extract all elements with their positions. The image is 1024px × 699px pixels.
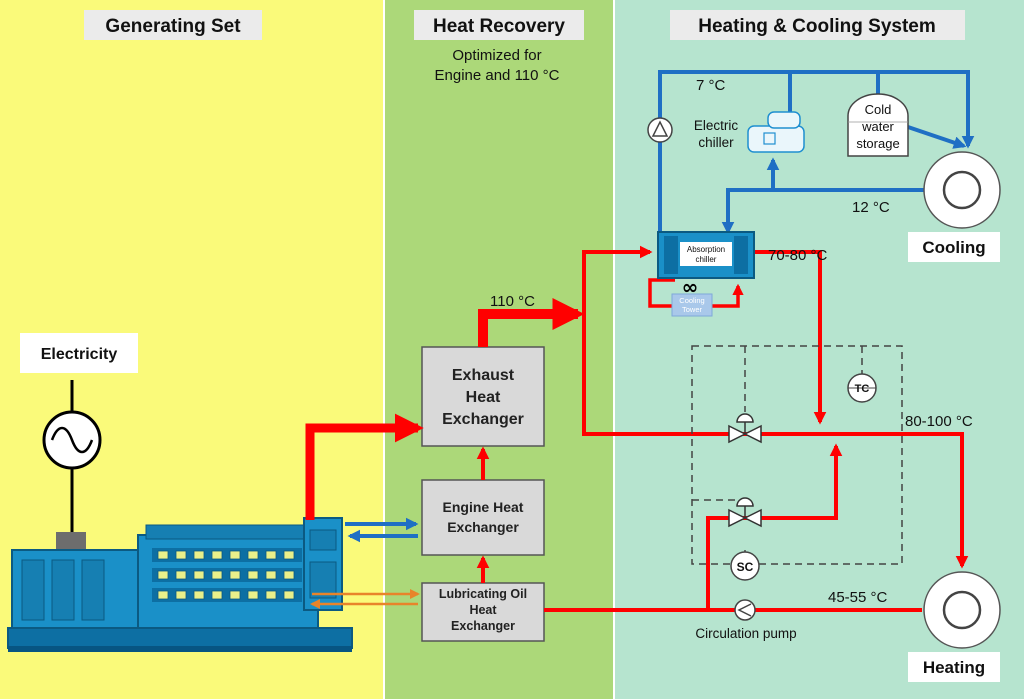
lube-hx-label-2: Heat — [469, 603, 497, 617]
cold-storage-label-2: water — [861, 119, 894, 134]
electric-chiller-label-1: Electric — [694, 118, 739, 133]
circulation-pump-icon — [734, 599, 756, 621]
chilled-water-return — [721, 188, 924, 235]
cooling-tower-label-2: Tower — [682, 305, 703, 314]
circulation-pump-label: Circulation pump — [695, 626, 796, 641]
engine-hx-label-1: Engine Heat — [443, 499, 524, 515]
engine-generator-illustration — [7, 517, 353, 652]
hot-water-supply-110 — [478, 297, 585, 347]
cooling-tower — [671, 293, 713, 317]
speed-controller — [730, 551, 760, 581]
exhaust-heat-exchanger — [421, 346, 545, 447]
temp-45-55: 45-55 °C — [828, 589, 888, 606]
heat-recovery-note-2: Engine and 110 °C — [435, 67, 560, 84]
engine-hx-label-2: Exchanger — [447, 519, 519, 535]
absorption-chiller-label-2: chiller — [696, 255, 717, 264]
electricity-label: Electricity — [41, 346, 118, 363]
temperature-controller — [847, 373, 877, 403]
cold-storage-out — [904, 124, 967, 149]
tc-label: TC — [855, 383, 870, 395]
cold-storage-label-3: storage — [856, 136, 899, 151]
temp-70-80: 70-80 °C — [768, 247, 828, 264]
header-generating-set: Generating Set — [105, 16, 241, 37]
heating-return — [706, 443, 922, 612]
heating-load-icon — [923, 571, 1001, 649]
temp-110: 110 °C — [490, 293, 535, 310]
ac-source-icon — [42, 410, 102, 470]
heat-recovery-note-1: Optimized for — [452, 47, 541, 64]
cold-storage-label-1: Cold — [865, 102, 892, 117]
chilled-water-supply — [658, 70, 975, 234]
infinity-icon: ∞ — [682, 275, 699, 299]
cooling-load-icon — [923, 151, 1001, 229]
lube-hx-label-1: Lubricating Oil — [439, 587, 527, 601]
exhaust-gas-pipe — [305, 413, 424, 520]
supply-riser — [582, 245, 653, 314]
cooling-tower-loop — [648, 278, 744, 308]
electric-chiller-label-2: chiller — [698, 135, 734, 150]
header-heating-cooling: Heating & Cooling System — [698, 16, 936, 37]
sc-label: SC — [737, 560, 754, 574]
temp-80-100: 80-100 °C — [905, 413, 973, 430]
electric-chiller-icon — [747, 111, 805, 153]
absorption-chiller — [657, 231, 755, 279]
lower-three-way-valve — [728, 497, 762, 528]
absorption-return — [752, 250, 827, 425]
exhaust-hx-label-2: Heat — [466, 389, 501, 406]
exhaust-hx-label-1: Exhaust — [452, 367, 515, 384]
temp-12: 12 °C — [852, 199, 890, 216]
heating-label: Heating — [923, 658, 985, 677]
cold-water-storage-tank — [847, 93, 909, 157]
heating-header — [582, 314, 969, 569]
absorption-chiller-label-1: Absorption — [687, 245, 725, 254]
chilled-water-pump-icon — [647, 117, 673, 143]
engine-heat-exchanger — [421, 479, 545, 556]
cooling-label: Cooling — [922, 238, 985, 257]
upper-three-way-valve — [728, 413, 762, 444]
lube-hx-label-3: Exchanger — [451, 619, 515, 633]
header-heat-recovery: Heat Recovery — [433, 16, 565, 37]
exhaust-hx-label-3: Exchanger — [442, 411, 524, 428]
cooling-tower-label-1: Cooling — [679, 296, 704, 305]
temp-7: 7 °C — [696, 77, 726, 94]
